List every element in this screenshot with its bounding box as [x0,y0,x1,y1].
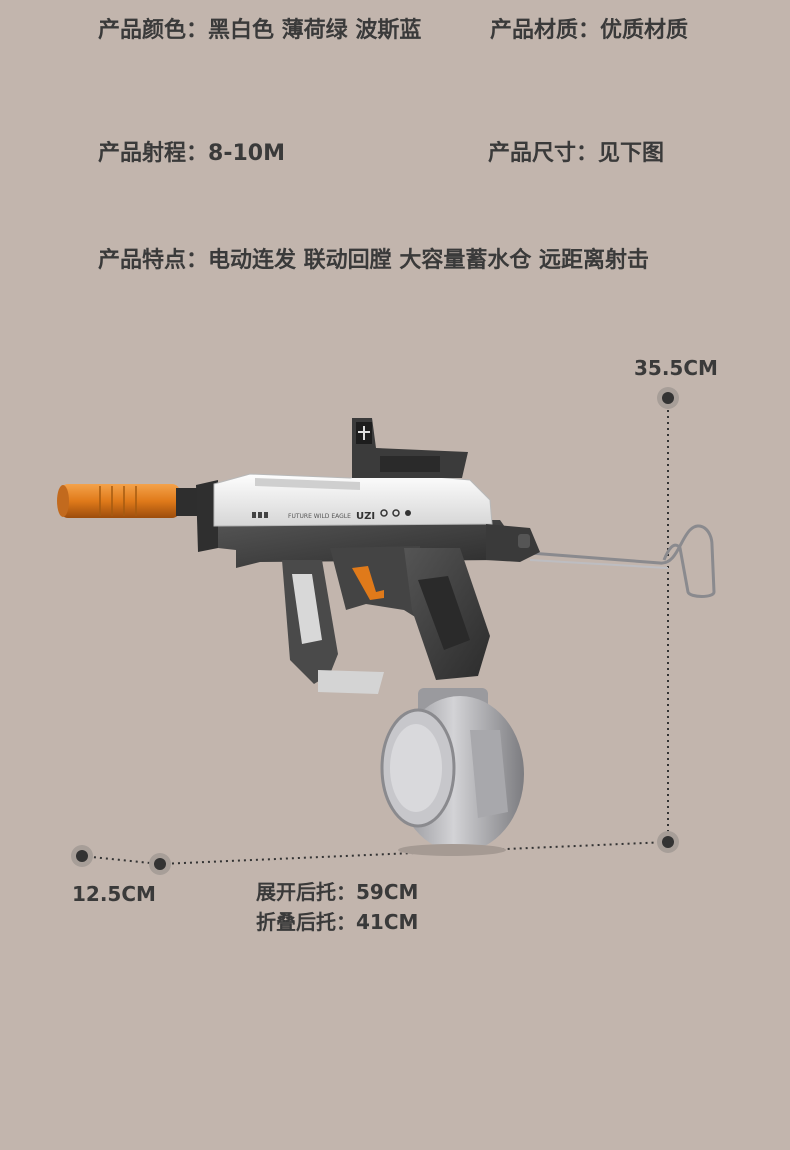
dimension-depth-label: 12.5CM [72,882,156,906]
spec-size: 产品尺寸：见下图 [488,135,664,167]
spec-range-value: 8-10M [208,141,285,166]
spec-material-value: 优质材质 [600,18,689,43]
length-extended-label: 展开后托：59CM [256,880,419,904]
wire-stock [529,524,716,598]
trigger-guard [330,546,420,620]
grip-base [318,670,384,694]
rear-plate [486,524,540,562]
spec-range: 产品射程：8-10M [98,135,285,167]
receiver-model-text: UZI [356,511,375,522]
drum-magazine [380,688,524,856]
muzzle-tip [57,484,200,518]
spec-material-label: 产品材质： [490,18,601,43]
length-folded-label: 折叠后托：41CM [256,910,419,934]
indicator-dot-3 [405,510,411,516]
spec-size-value: 见下图 [598,141,665,166]
dimension-height-label: 35.5CM [634,356,718,380]
spec-color-label: 产品颜色： [98,18,209,43]
spec-material: 产品材质：优质材质 [490,12,688,44]
spec-color-value: 黑白色 薄荷绿 波斯蓝 [208,18,422,43]
spec-color: 产品颜色：黑白色 薄荷绿 波斯蓝 [98,12,421,44]
spec-size-label: 产品尺寸： [488,141,599,166]
trigger [352,566,384,600]
spec-range-label: 产品射程： [98,141,209,166]
spec-features-label: 产品特点： [98,248,209,273]
indicator-dot-2 [392,509,400,517]
front-block [196,480,218,552]
spec-features: 产品特点：电动连发 联动回膛 大容量蓄水仓 远距离射击 [98,242,649,274]
receiver-print-text: FUTURE WILD EAGLE [288,513,351,520]
dimension-lines [71,387,679,875]
spec-features-value: 电动连发 联动回膛 大容量蓄水仓 远距离射击 [208,248,649,273]
red-dot-sight [352,418,468,478]
indicator-dot-1 [380,509,388,517]
